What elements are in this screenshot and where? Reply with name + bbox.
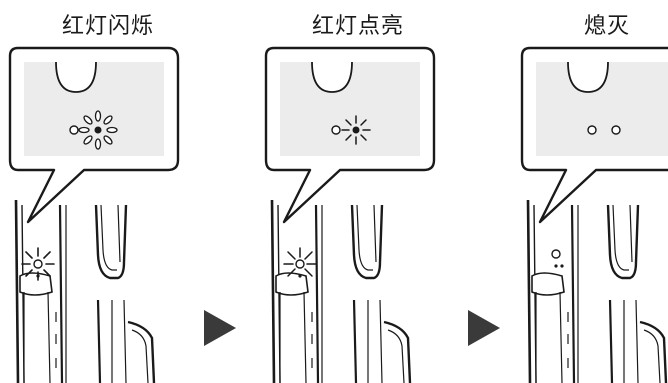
arrow-right-icon	[204, 310, 236, 346]
panel-title-off: 熄灭	[583, 14, 630, 39]
flash-rays-icon	[78, 110, 118, 150]
indicator-off-dot	[611, 125, 621, 135]
indicator-red-dot	[94, 126, 102, 134]
panel-lit	[264, 46, 436, 383]
panel-flashing	[8, 46, 180, 383]
vacuum-handle-illustration	[526, 198, 668, 383]
vacuum-handle-illustration	[14, 198, 156, 383]
callout-bubble	[8, 46, 180, 224]
vacuum-handle-illustration	[270, 198, 412, 383]
panel-title-lit: 红灯点亮	[311, 14, 404, 39]
indicator-lit-icon	[341, 115, 371, 145]
indicator-off-dot	[587, 125, 597, 135]
indicator-off-dot	[331, 125, 341, 135]
callout-bubble	[520, 46, 668, 224]
panel-off	[520, 46, 668, 383]
device-led-flashing-icon	[21, 247, 55, 281]
device-led-off-icon	[551, 249, 564, 268]
panel-title-flashing: 红灯闪烁	[61, 14, 154, 39]
arrow-right-icon	[468, 310, 500, 346]
device-led-lit-icon	[283, 247, 317, 278]
indicator-off-dot	[69, 125, 79, 135]
